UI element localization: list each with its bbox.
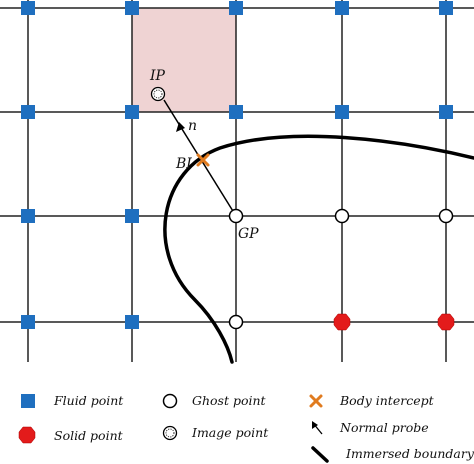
immersed-boundary-curve — [163, 134, 474, 364]
ghost-point — [228, 314, 244, 330]
ghost-point-label: GP — [238, 226, 259, 242]
legend-boundary-label: Immersed boundary — [345, 446, 474, 461]
fluid-point — [335, 105, 349, 119]
ghost-point — [228, 208, 244, 224]
image-point-label: IP — [149, 68, 166, 84]
legend-image-icon — [162, 425, 178, 441]
fluid-point — [21, 105, 35, 119]
highlighted-cell — [132, 8, 236, 112]
normal-arrowhead — [176, 122, 185, 132]
legend-ghost-label: Ghost point — [192, 393, 267, 408]
image-point — [150, 86, 166, 102]
fluid-point — [125, 315, 139, 329]
fluid-point — [335, 1, 349, 15]
fluid-point — [229, 105, 243, 119]
fluid-point — [229, 1, 243, 15]
solid-point — [437, 313, 455, 331]
fluid-point — [439, 1, 453, 15]
ghost-point — [334, 208, 350, 224]
legend: Fluid point Solid point Ghost point Imag… — [18, 393, 474, 463]
legend-normal-icon — [312, 421, 323, 435]
legend-intercept-label: Body intercept — [339, 393, 435, 408]
body-intercept-label: BI — [175, 156, 192, 172]
legend-intercept-icon — [309, 394, 323, 408]
legend-boundary-icon — [311, 446, 329, 463]
fluid-point — [21, 209, 35, 223]
fluid-point — [21, 315, 35, 329]
legend-ghost-icon — [162, 393, 178, 409]
body-intercept-marker — [196, 153, 210, 167]
normal-label: n — [188, 118, 197, 134]
legend-solid-icon — [18, 426, 36, 444]
legend-solid-label: Solid point — [54, 428, 124, 443]
solid-point — [333, 313, 351, 331]
fluid-points — [21, 1, 453, 329]
ghost-points — [228, 208, 454, 330]
legend-normal-label: Normal probe — [339, 420, 429, 435]
fluid-point — [125, 1, 139, 15]
legend-fluid-label: Fluid point — [53, 393, 124, 408]
legend-fluid-icon — [21, 394, 35, 408]
solid-points — [333, 313, 455, 331]
grid — [0, 0, 474, 362]
ghost-point — [438, 208, 454, 224]
fluid-point — [439, 105, 453, 119]
fluid-point — [125, 209, 139, 223]
legend-image-label: Image point — [191, 425, 269, 440]
fluid-point — [21, 1, 35, 15]
fluid-point — [125, 105, 139, 119]
